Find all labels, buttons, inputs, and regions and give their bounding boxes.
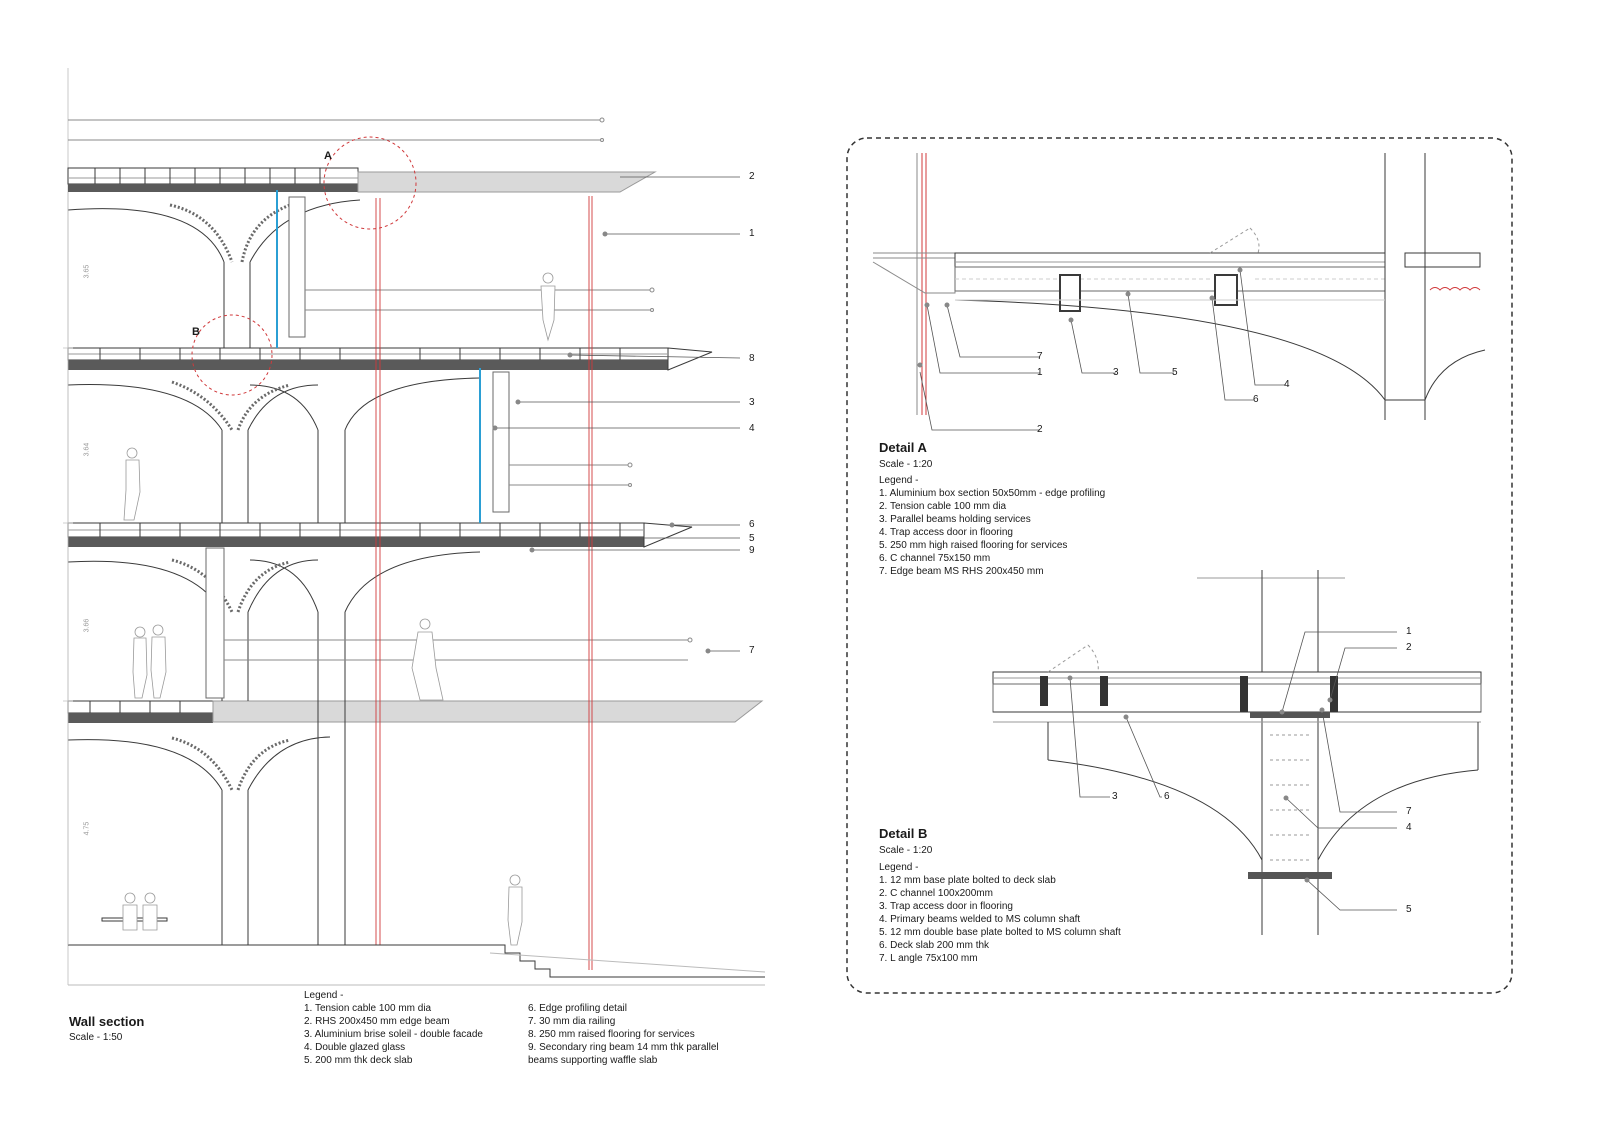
legend-item: 5. 200 mm thk deck slab: [304, 1055, 413, 1066]
vault-arches: [67, 199, 481, 791]
waffle-ribs: [169, 203, 291, 791]
ground-and-steps: [68, 917, 766, 986]
wall-section-legend-col1: Legend - 1. Tension cable 100 mm dia 2. …: [304, 989, 483, 1067]
wall-section-title: Wall section: [69, 1014, 145, 1029]
level-dim-3: 3.66: [83, 618, 91, 633]
tension-cables: [375, 196, 593, 970]
legend-item: 3. Parallel beams holding services: [879, 514, 1031, 525]
legend-item: 7. L angle 75x100 mm: [879, 953, 978, 964]
legend-item: 6. Deck slab 200 mm thk: [879, 940, 990, 951]
wall-section-scale: Scale - 1:50: [69, 1032, 123, 1043]
da-callout-4: 4: [1284, 379, 1290, 390]
detail-circles: [191, 136, 417, 396]
legend-item: 1. 12 mm base plate bolted to deck slab: [879, 875, 1056, 886]
legend-heading: Legend -: [879, 475, 919, 486]
detail-b-scale: Scale - 1:20: [879, 845, 933, 856]
ws-callout-4: 4: [749, 423, 755, 434]
detail-frame: [846, 137, 1513, 994]
legend-item: 4. Trap access door in flooring: [879, 527, 1013, 538]
da-callout-1: 1: [1037, 367, 1043, 378]
ws-callout-9: 9: [749, 545, 755, 556]
detail-b-legend: Legend - 1. 12 mm base plate bolted to d…: [879, 861, 1121, 965]
ws-callout-3: 3: [749, 397, 755, 408]
legend-item: 5. 12 mm double base plate bolted to MS …: [879, 927, 1121, 938]
facade-railings: [224, 287, 693, 661]
db-callout-3: 3: [1112, 791, 1118, 802]
da-callout-5: 5: [1172, 367, 1178, 378]
human-figures: [122, 272, 556, 946]
legend-item: 1. Tension cable 100 mm dia: [304, 1003, 432, 1014]
legend-item: 5. 250 mm high raised flooring for servi…: [879, 540, 1068, 551]
legend-item: 3. Trap access door in flooring: [879, 901, 1013, 912]
detail-a-legend: Legend - 1. Aluminium box section 50x50m…: [879, 474, 1105, 578]
wall-section-drawing: [63, 68, 766, 986]
legend-item: 8. 250 mm raised flooring for services: [528, 1029, 695, 1040]
legend-heading: Legend -: [304, 990, 344, 1001]
level-dimension-line: [63, 192, 73, 945]
level-dim-4: 4.75: [83, 821, 91, 836]
legend-item: beams supporting waffle slab: [528, 1055, 658, 1066]
legend-item: 2. C channel 100x200mm: [879, 888, 993, 899]
detail-mark-a: A: [324, 150, 332, 162]
roof-slab: [67, 167, 657, 193]
detail-a-title: Detail A: [879, 440, 927, 455]
double-glazed-glass: [276, 190, 481, 523]
legend-item: 6. Edge profiling detail: [528, 1003, 627, 1014]
detail-b-title: Detail B: [879, 826, 928, 841]
detail-a-scale: Scale - 1:20: [879, 459, 933, 470]
da-callout-2: 2: [1037, 424, 1043, 435]
legend-item: 1. Aluminium box section 50x50mm - edge …: [879, 488, 1106, 499]
detail-mark-b: B: [192, 326, 200, 338]
ws-callout-8: 8: [749, 353, 755, 364]
legend-item: 6. C channel 75x150 mm: [879, 553, 991, 564]
legend-item: 9. Secondary ring beam 14 mm thk paralle…: [528, 1042, 719, 1053]
wall-section-leaders: [492, 176, 741, 654]
db-callout-1: 1: [1406, 626, 1412, 637]
da-callout-3: 3: [1113, 367, 1119, 378]
ws-callout-6: 6: [749, 519, 755, 530]
legend-item: 2. Tension cable 100 mm dia: [879, 501, 1007, 512]
db-callout-2: 2: [1406, 642, 1412, 653]
wall-section-legend-col2: 6. Edge profiling detail 7. 30 mm dia ra…: [528, 1002, 719, 1067]
ws-callout-7: 7: [749, 645, 755, 656]
level-dim-1: 3.65: [83, 264, 91, 279]
ws-callout-5: 5: [749, 533, 755, 544]
legend-item: 2. RHS 200x450 mm edge beam: [304, 1016, 450, 1027]
legend-item: 3. Aluminium brise soleil - double facad…: [304, 1029, 483, 1040]
db-callout-5: 5: [1406, 904, 1412, 915]
legend-item: 7. Edge beam MS RHS 200x450 mm: [879, 566, 1044, 577]
level-dim-2: 3.64: [83, 442, 91, 457]
roof-railing: [68, 117, 605, 142]
ws-callout-1: 1: [749, 228, 755, 239]
db-callout-6: 6: [1164, 791, 1170, 802]
railing-posts: [89, 168, 621, 713]
brise-soleil-panels: [205, 196, 510, 699]
level-2-slab: [67, 347, 713, 371]
legend-item: 7. 30 mm dia railing: [528, 1016, 616, 1027]
lower-slab: [67, 700, 764, 723]
db-callout-4: 4: [1406, 822, 1412, 833]
da-callout-7: 7: [1037, 351, 1043, 362]
detail-b-drawing: [992, 570, 1482, 935]
db-callout-7: 7: [1406, 806, 1412, 817]
legend-item: 4. Double glazed glass: [304, 1042, 406, 1053]
detail-a-drawing: [872, 153, 1486, 431]
legend-heading: Legend -: [879, 862, 919, 873]
da-callout-6: 6: [1253, 394, 1259, 405]
legend-item: 4. Primary beams welded to MS column sha…: [879, 914, 1081, 925]
ws-callout-2: 2: [749, 171, 755, 182]
